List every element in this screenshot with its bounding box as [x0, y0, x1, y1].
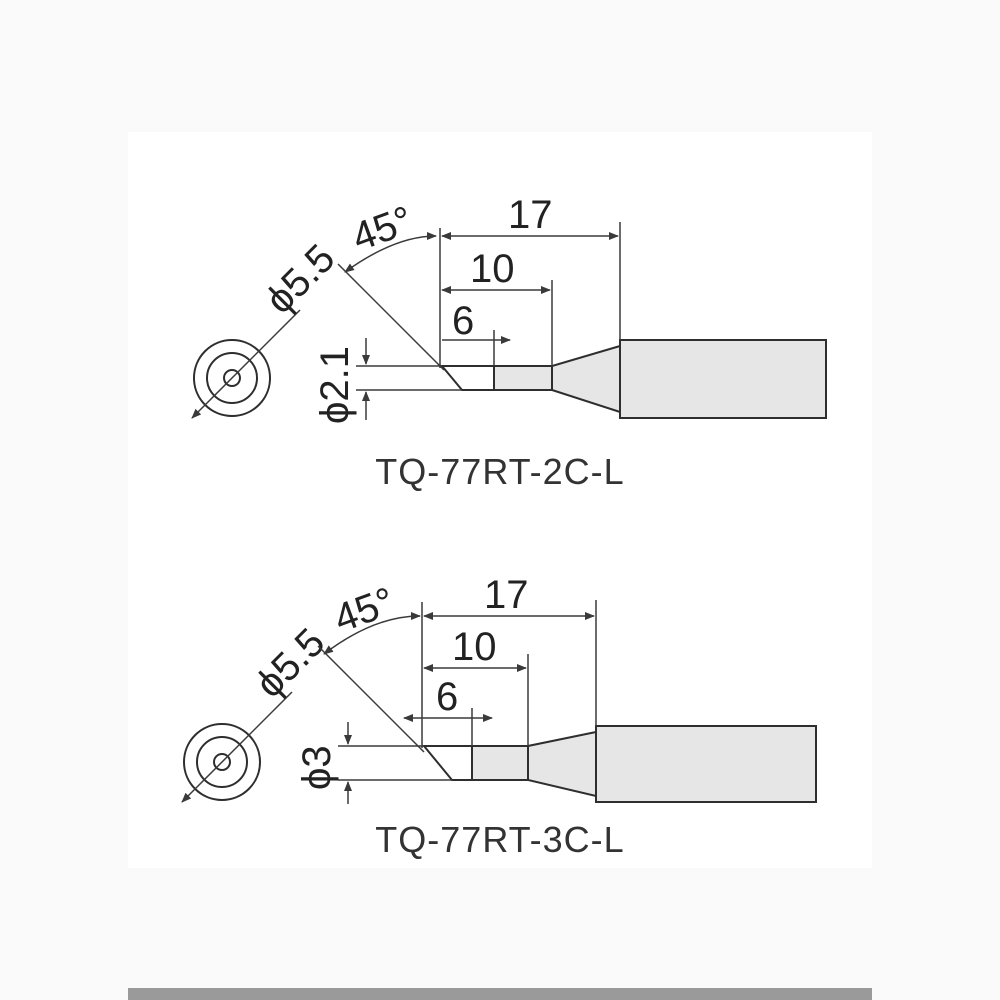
shaft-diameter-leader [181, 691, 293, 803]
dimension-6-label: 6 [436, 675, 458, 719]
model-label: TQ-77RT-2C-L [375, 451, 624, 492]
taper-section [551, 344, 621, 414]
tip-cylinder [471, 745, 529, 781]
dimension-10-label: 10 [470, 247, 515, 291]
dimension-17-label: 17 [508, 193, 553, 237]
dimension-10-label: 10 [452, 625, 497, 669]
end-view-circle [183, 723, 261, 801]
dimension-17-label: 17 [484, 573, 529, 617]
angle-arc [323, 612, 421, 655]
end-view-circle [193, 339, 271, 417]
iron-body [595, 725, 817, 803]
tip-diameter-label: ϕ2.1 [313, 346, 357, 424]
iron-body [619, 339, 827, 419]
bottom-bar [128, 988, 872, 1000]
bevel-extension-line [317, 645, 425, 753]
angle-label: 45° [347, 198, 419, 260]
angle-label: 45° [328, 579, 400, 641]
shaft-diameter-label: ϕ5.5 [257, 236, 343, 322]
bevel-face [439, 365, 495, 391]
tip-diameter-label: ϕ3 [295, 745, 339, 790]
tip-cylinder [493, 365, 553, 391]
shaft-diameter-leader [191, 309, 301, 419]
tip-diagram-2c: ϕ5.5 45° 17 10 [191, 193, 827, 492]
tip-diagram-3c: ϕ5.5 45° 17 10 6 [181, 573, 817, 860]
taper-section [527, 730, 597, 798]
bevel-face [421, 745, 473, 781]
angle-arc [344, 232, 437, 273]
shaft-diameter-label: ϕ5.5 [247, 620, 333, 706]
model-label: TQ-77RT-3C-L [375, 819, 624, 860]
dimension-6-label: 6 [452, 299, 474, 343]
bevel-extension-line [337, 263, 445, 371]
